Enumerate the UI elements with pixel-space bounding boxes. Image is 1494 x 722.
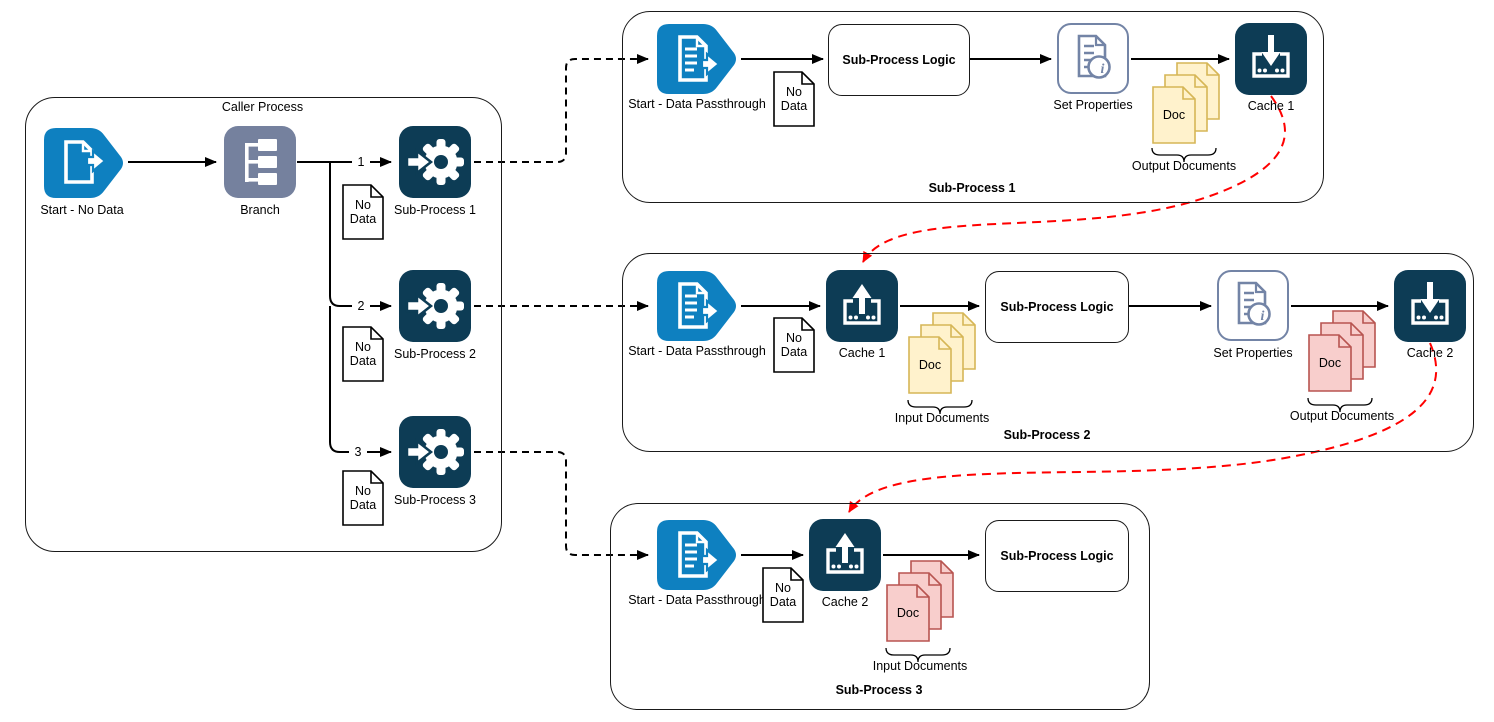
start-passthrough-icon: [657, 24, 736, 94]
subprocess-1-call-label: Sub-Process 1: [394, 203, 476, 217]
branch-number-3: 3: [349, 445, 367, 459]
retrieve-from-cache-icon: [843, 284, 881, 325]
sub-process-logic-node[interactable]: Sub-Process Logic: [985, 271, 1129, 343]
cache-2-retrieve-node[interactable]: [809, 519, 881, 591]
output-doc-stack[interactable]: Doc: [1308, 310, 1376, 392]
input-doc-stack[interactable]: Doc: [886, 560, 954, 642]
doc-stack-label: Doc: [918, 358, 942, 372]
start-data-passthrough-label: Start - Data Passthrough: [628, 344, 766, 358]
doc-stack-label: Doc: [1318, 356, 1342, 370]
input-documents-caption: Input Documents: [894, 411, 990, 425]
subprocess-1-call-node[interactable]: [399, 126, 471, 198]
output-doc-stack[interactable]: Doc: [1152, 62, 1220, 144]
cache-1-store-node[interactable]: [1235, 23, 1307, 95]
gear-arrow-icon: [405, 283, 464, 329]
subprocess-3-call-label: Sub-Process 3: [394, 493, 476, 507]
subprocess-3-call-node[interactable]: [399, 416, 471, 488]
branch-number-2: 2: [352, 299, 370, 313]
sub-process-2-title: Sub-Process 2: [1003, 428, 1091, 442]
cache-1-retrieve-node[interactable]: [826, 270, 898, 342]
start-shape-icon: [44, 128, 123, 198]
start-passthrough-icon: [657, 271, 736, 341]
input-documents-caption: Input Documents: [872, 659, 968, 673]
cache-2-store-label: Cache 2: [1406, 346, 1454, 360]
set-properties-node[interactable]: i: [1217, 270, 1289, 341]
output-documents-caption: Output Documents: [1131, 159, 1237, 173]
sub-process-logic-node[interactable]: Sub-Process Logic: [828, 24, 970, 96]
branch-icon: [245, 139, 277, 185]
sub-process-1-title: Sub-Process 1: [928, 181, 1016, 195]
sub-process-logic-node[interactable]: Sub-Process Logic: [985, 520, 1129, 592]
no-data-document[interactable]: No Data: [773, 317, 815, 373]
start-data-passthrough-node[interactable]: [655, 518, 739, 597]
sub-process-3-title: Sub-Process 3: [835, 683, 923, 697]
input-doc-stack[interactable]: Doc: [908, 312, 976, 394]
branch-node[interactable]: [224, 126, 296, 198]
set-properties-icon: [1237, 281, 1271, 326]
start-data-passthrough-label: Start - Data Passthrough: [628, 97, 766, 111]
set-properties-node[interactable]: i: [1057, 23, 1129, 94]
no-data-document[interactable]: No Data: [342, 470, 384, 526]
sub-process-2-group: [622, 253, 1474, 452]
set-properties-label: Set Properties: [1053, 98, 1133, 112]
start-no-data-label: Start - No Data: [40, 203, 124, 217]
info-icon: i: [1260, 309, 1265, 324]
info-icon: i: [1100, 62, 1105, 77]
start-no-data-node[interactable]: [42, 126, 126, 205]
no-data-document[interactable]: No Data: [342, 326, 384, 382]
start-data-passthrough-node[interactable]: [655, 22, 739, 101]
no-data-document[interactable]: No Data: [773, 71, 815, 127]
start-data-passthrough-label: Start - Data Passthrough: [628, 593, 766, 607]
cache-2-retrieve-label: Cache 2: [821, 595, 869, 609]
subprocess-2-call-label: Sub-Process 2: [394, 347, 476, 361]
doc-stack-label: Doc: [1162, 108, 1186, 122]
set-properties-label: Set Properties: [1213, 346, 1293, 360]
add-to-cache-icon: [1411, 282, 1449, 325]
gear-arrow-icon: [405, 139, 464, 185]
sub-process-1-group: [622, 11, 1324, 203]
cache-1-retrieve-label: Cache 1: [838, 346, 886, 360]
start-data-passthrough-node[interactable]: [655, 269, 739, 348]
doc-stack-label: Doc: [896, 606, 920, 620]
caller-process-group: [25, 97, 502, 552]
no-data-document[interactable]: No Data: [762, 567, 804, 623]
set-properties-icon: [1077, 34, 1111, 79]
cache-2-store-node[interactable]: [1394, 270, 1466, 342]
subprocess-2-call-node[interactable]: [399, 270, 471, 342]
branch-number-1: 1: [352, 155, 370, 169]
no-data-document[interactable]: No Data: [342, 184, 384, 240]
cache-1-store-label: Cache 1: [1247, 99, 1295, 113]
gear-arrow-icon: [405, 429, 464, 475]
branch-label: Branch: [240, 203, 280, 217]
sub-process-3-group: [610, 503, 1150, 710]
start-passthrough-icon: [657, 520, 736, 590]
caller-process-title: Caller Process: [221, 100, 304, 114]
add-to-cache-icon: [1252, 35, 1290, 78]
output-documents-caption: Output Documents: [1289, 409, 1395, 423]
retrieve-from-cache-icon: [826, 533, 864, 574]
